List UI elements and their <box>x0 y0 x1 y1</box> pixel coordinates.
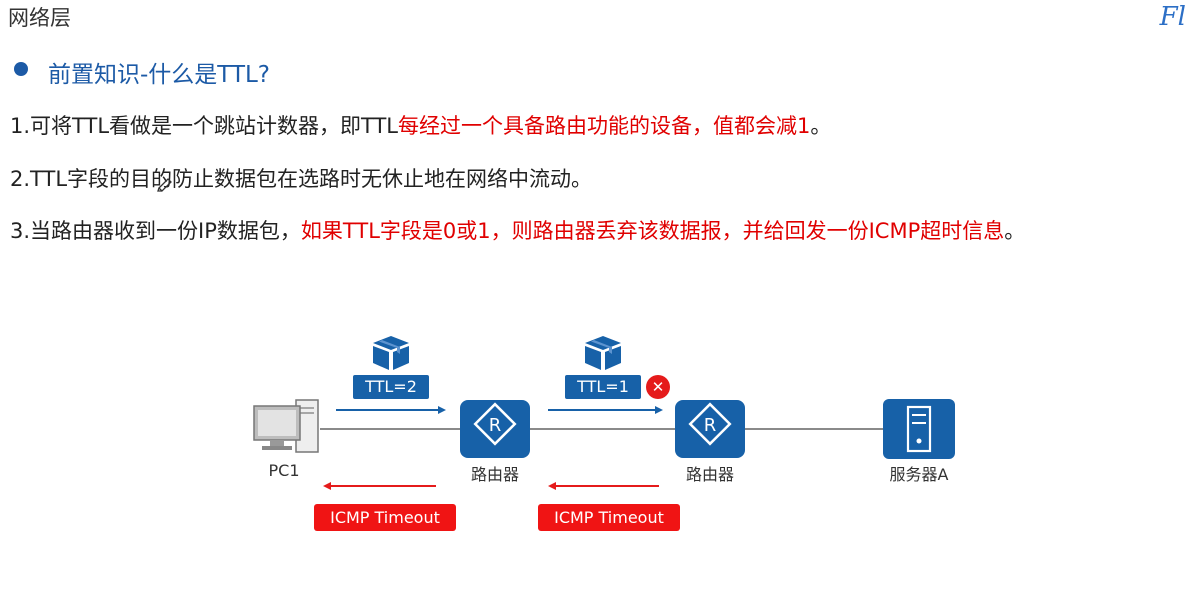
text-line-1-tail: 。 <box>810 114 832 138</box>
router1-label: 路由器 <box>470 465 519 484</box>
server-label: 服务器A <box>889 465 949 484</box>
server-icon <box>883 399 955 459</box>
forward-arrow-1-head <box>438 406 446 414</box>
edit-cursor-icon <box>157 178 172 192</box>
ttl-badge-1: TTL=2 <box>353 375 429 399</box>
x-circle-icon: ✕ <box>646 375 670 399</box>
icmp-timeout-badge-1: ICMP Timeout <box>314 504 456 531</box>
bullet-icon <box>14 62 28 76</box>
text-line-2-normal: 2.TTL字段的目的防止数据包在选路时无休止地在网络中流动 <box>10 167 572 191</box>
return-arrow-1-head <box>323 482 331 490</box>
package-icon <box>373 336 409 370</box>
return-arrow-2-head <box>548 482 556 490</box>
ttl-badge-2: TTL=1 <box>565 375 641 399</box>
text-line-2: 2.TTL字段的目的防止数据包在选路时无休止地在网络中流动。 <box>10 163 592 193</box>
router-icon: R <box>675 400 745 458</box>
text-line-3: 3.当路由器收到一份IP数据包，如果TTL字段是0或1，则路由器丢弃该数据报，并… <box>10 215 1025 245</box>
icmp-timeout-badge-2: ICMP Timeout <box>538 504 680 531</box>
text-line-2-tail: 。 <box>571 167 593 191</box>
forward-arrow-2-head <box>655 406 663 414</box>
text-line-3-tail: 。 <box>1004 219 1026 243</box>
text-line-3-highlight: 如果TTL字段是0或1，则路由器丢弃该数据报，并给回发一份ICMP超时信息 <box>300 219 1005 243</box>
text-line-3-normal: 3.当路由器收到一份IP数据包， <box>10 219 301 243</box>
package-icon <box>585 336 621 370</box>
section-title: 前置知识-什么是TTL? <box>48 62 271 88</box>
text-line-1-highlight: 每经过一个具备路由功能的设备，值都会减1 <box>398 114 811 138</box>
brand-logo-text: Fl <box>1159 2 1186 32</box>
text-line-1: 1.可将TTL看做是一个跳站计数器，即TTL每经过一个具备路由功能的设备，值都会… <box>10 110 831 140</box>
page-title: 网络层 <box>8 6 71 30</box>
svg-text:R: R <box>489 415 502 436</box>
pc-label: PC1 <box>268 461 300 480</box>
text-line-1-normal: 1.可将TTL看做是一个跳站计数器，即TTL <box>10 114 399 138</box>
computer-icon <box>253 399 319 453</box>
router2-label: 路由器 <box>685 465 734 484</box>
svg-text:R: R <box>704 415 717 436</box>
router-icon: R <box>460 400 530 458</box>
